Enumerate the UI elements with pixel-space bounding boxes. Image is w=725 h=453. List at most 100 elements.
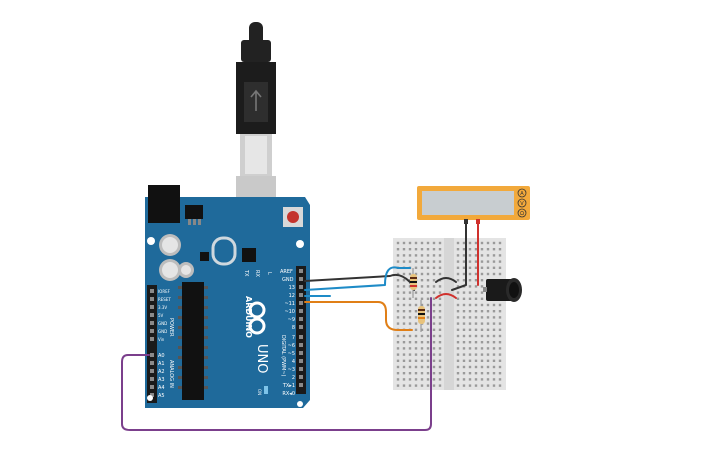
breadboard-hole[interactable] <box>426 372 430 375</box>
breadboard-hole[interactable] <box>474 254 478 257</box>
breadboard-hole[interactable] <box>420 303 424 307</box>
breadboard-hole[interactable] <box>462 322 466 325</box>
breadboard-hole[interactable] <box>474 279 478 282</box>
breadboard-hole[interactable] <box>486 341 490 344</box>
breadboard-hole[interactable] <box>480 365 484 369</box>
breadboard-hole[interactable] <box>474 322 478 325</box>
breadboard-hole[interactable] <box>498 353 502 356</box>
breadboard-hole[interactable] <box>414 322 418 325</box>
breadboard-hole[interactable] <box>468 322 472 325</box>
breadboard-hole[interactable] <box>462 241 466 245</box>
breadboard-hole[interactable] <box>432 279 436 282</box>
breadboard-hole[interactable] <box>480 241 484 245</box>
breadboard-hole[interactable] <box>396 291 400 294</box>
breadboard-hole[interactable] <box>498 322 502 325</box>
breadboard-hole[interactable] <box>498 310 502 313</box>
breadboard-hole[interactable] <box>420 334 424 338</box>
breadboard-hole[interactable] <box>492 347 496 350</box>
breadboard-hole[interactable] <box>414 260 418 263</box>
breadboard-hole[interactable] <box>480 359 484 362</box>
breadboard-hole[interactable] <box>486 384 490 387</box>
breadboard-hole[interactable] <box>492 328 496 331</box>
breadboard-hole[interactable] <box>396 341 400 344</box>
breadboard-hole[interactable] <box>498 365 502 369</box>
breadboard-hole[interactable] <box>456 384 460 387</box>
breadboard-hole[interactable] <box>426 291 430 294</box>
breadboard-hole[interactable] <box>402 291 406 294</box>
breadboard-hole[interactable] <box>492 378 496 381</box>
breadboard-hole[interactable] <box>426 260 430 263</box>
breadboard-hole[interactable] <box>432 260 436 263</box>
breadboard-hole[interactable] <box>462 347 466 350</box>
breadboard-hole[interactable] <box>492 316 496 319</box>
breadboard-hole[interactable] <box>426 272 430 276</box>
breadboard-hole[interactable] <box>456 347 460 350</box>
breadboard-hole[interactable] <box>468 359 472 362</box>
breadboard-hole[interactable] <box>426 384 430 387</box>
breadboard-hole[interactable] <box>402 297 406 300</box>
breadboard-hole[interactable] <box>402 365 406 369</box>
breadboard-hole[interactable] <box>492 322 496 325</box>
breadboard-hole[interactable] <box>462 310 466 313</box>
breadboard-hole[interactable] <box>468 285 472 288</box>
breadboard-hole[interactable] <box>456 272 460 276</box>
breadboard-hole[interactable] <box>462 378 466 381</box>
breadboard-hole[interactable] <box>432 359 436 362</box>
breadboard-hole[interactable] <box>438 328 442 331</box>
breadboard-hole[interactable] <box>468 241 472 245</box>
breadboard-hole[interactable] <box>432 378 436 381</box>
breadboard-hole[interactable] <box>426 266 430 269</box>
breadboard-hole[interactable] <box>498 248 502 251</box>
breadboard-hole[interactable] <box>396 254 400 257</box>
breadboard-hole[interactable] <box>426 334 430 338</box>
breadboard-hole[interactable] <box>462 291 466 294</box>
breadboard-hole[interactable] <box>486 347 490 350</box>
breadboard-hole[interactable] <box>408 310 412 313</box>
breadboard-hole[interactable] <box>414 328 418 331</box>
breadboard-hole[interactable] <box>396 310 400 313</box>
breadboard-hole[interactable] <box>408 303 412 307</box>
breadboard-hole[interactable] <box>396 279 400 282</box>
breadboard-hole[interactable] <box>462 260 466 263</box>
breadboard-hole[interactable] <box>408 248 412 251</box>
breadboard-hole[interactable] <box>438 341 442 344</box>
breadboard-hole[interactable] <box>402 322 406 325</box>
breadboard-hole[interactable] <box>396 365 400 369</box>
breadboard-hole[interactable] <box>420 241 424 245</box>
breadboard-hole[interactable] <box>414 248 418 251</box>
breadboard-hole[interactable] <box>498 303 502 307</box>
breadboard-hole[interactable] <box>468 365 472 369</box>
breadboard-hole[interactable] <box>408 347 412 350</box>
breadboard-hole[interactable] <box>492 303 496 307</box>
breadboard-hole[interactable] <box>408 384 412 387</box>
breadboard-hole[interactable] <box>402 316 406 319</box>
breadboard-hole[interactable] <box>438 372 442 375</box>
resistor-icon[interactable] <box>410 268 417 298</box>
breadboard-hole[interactable] <box>456 328 460 331</box>
breadboard-hole[interactable] <box>456 322 460 325</box>
breadboard-hole[interactable] <box>480 279 484 282</box>
breadboard-hole[interactable] <box>474 310 478 313</box>
breadboard-hole[interactable] <box>468 303 472 307</box>
breadboard-hole[interactable] <box>462 341 466 344</box>
breadboard-hole[interactable] <box>480 297 484 300</box>
breadboard-hole[interactable] <box>402 272 406 276</box>
breadboard-hole[interactable] <box>414 378 418 381</box>
breadboard-hole[interactable] <box>402 248 406 251</box>
breadboard-hole[interactable] <box>414 353 418 356</box>
breadboard-hole[interactable] <box>414 372 418 375</box>
breadboard-hole[interactable] <box>492 334 496 338</box>
breadboard-hole[interactable] <box>480 384 484 387</box>
breadboard-hole[interactable] <box>486 372 490 375</box>
breadboard-hole[interactable] <box>396 334 400 338</box>
breadboard-hole[interactable] <box>438 378 442 381</box>
breadboard-hole[interactable] <box>486 322 490 325</box>
breadboard-hole[interactable] <box>456 341 460 344</box>
breadboard-hole[interactable] <box>420 341 424 344</box>
breadboard-hole[interactable] <box>432 297 436 300</box>
jumper-red[interactable] <box>435 293 457 299</box>
breadboard-hole[interactable] <box>396 297 400 300</box>
breadboard-hole[interactable] <box>456 378 460 381</box>
breadboard-hole[interactable] <box>474 353 478 356</box>
breadboard-hole[interactable] <box>420 365 424 369</box>
